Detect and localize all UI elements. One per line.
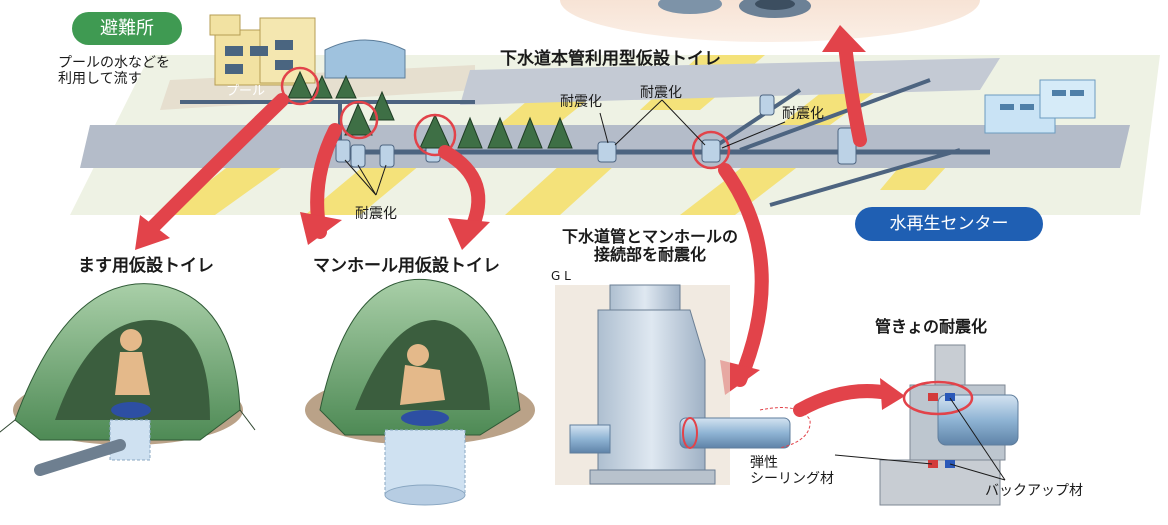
pipe-joint-detail (834, 344, 1019, 506)
pipe-seismic-title: 管きょの耐震化 (875, 317, 988, 336)
manhole-cross-section (555, 284, 811, 485)
manhole-toilet-title: マンホール用仮設トイレ (313, 256, 500, 276)
backup-label: バックアップ材 (985, 483, 1083, 499)
gl-label: G L (551, 269, 571, 283)
manhole-row (335, 94, 857, 168)
water-center-badge: 水再生センター (855, 207, 1043, 241)
seismic-label-bottom: 耐震化 (355, 206, 397, 222)
masu-toilet-title: ます用仮設トイレ (78, 256, 214, 276)
shelter-note: プールの水などを 利用して流す (58, 55, 170, 88)
red-arrowheads (135, 25, 905, 410)
manhole-toilet-tent (305, 278, 535, 506)
highlight-circles (280, 66, 731, 170)
callout-lines (344, 99, 786, 196)
main-title: 下水道本管利用型仮設トイレ (500, 49, 721, 69)
seismic-label-mid: 耐震化 (640, 85, 682, 101)
seismic-label-right: 耐震化 (782, 106, 824, 122)
seismic-label-left: 耐震化 (560, 94, 602, 110)
small-tents-plan (287, 70, 573, 149)
masu-toilet-tent (0, 283, 256, 476)
sealing-label: 弾性 シーリング材 (750, 455, 834, 488)
manhole-cloud (560, 0, 980, 42)
pool-label: プール (226, 84, 266, 99)
ground-plane (70, 14, 1160, 215)
shelter-badge: 避難所 (72, 12, 182, 45)
connection-title: 下水道管とマンホールの 接続部を耐震化 (561, 227, 738, 265)
